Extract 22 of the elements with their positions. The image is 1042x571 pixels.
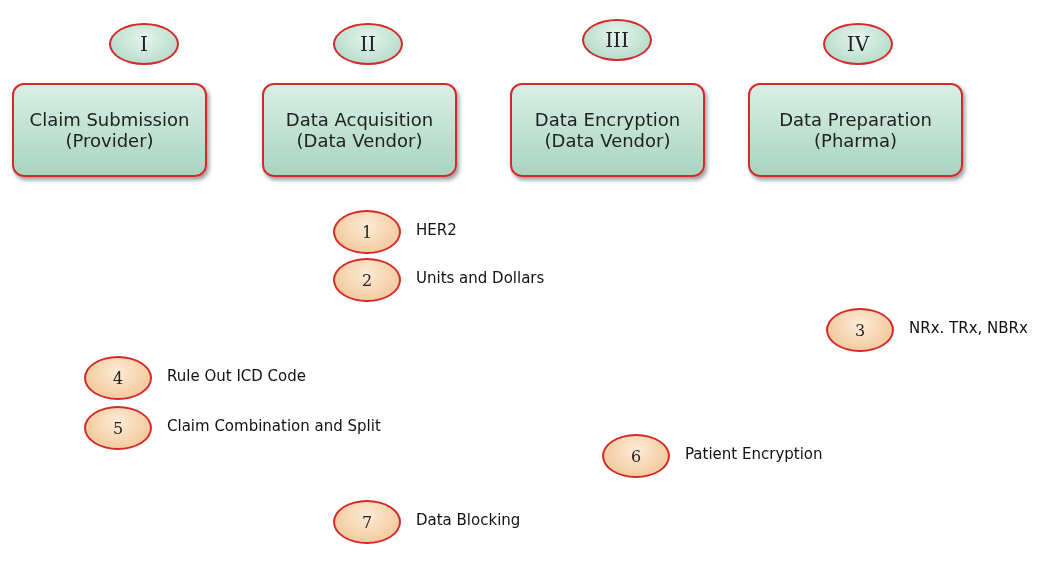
step-label: Units and Dollars [416, 269, 545, 287]
step-number-oval: 4 [84, 356, 152, 400]
stage-box: Data Acquisition (Data Vendor) [262, 83, 457, 177]
step-number-oval: 7 [333, 500, 401, 544]
step-label: Data Blocking [416, 511, 521, 529]
stage-box: Claim Submission (Provider) [12, 83, 207, 177]
step-label: Rule Out ICD Code [167, 367, 306, 385]
step-number-oval: 3 [826, 308, 894, 352]
step-number-oval: 5 [84, 406, 152, 450]
stage-box: Data Encryption (Data Vendor) [510, 83, 705, 177]
step-number-oval: 6 [602, 434, 670, 478]
step-label: HER2 [416, 221, 457, 239]
step-label: Patient Encryption [685, 445, 823, 463]
stage-number-oval: IV [823, 23, 893, 65]
step-label: Claim Combination and Split [167, 417, 381, 435]
step-number-oval: 2 [333, 258, 401, 302]
step-number-oval: 1 [333, 210, 401, 254]
stage-box: Data Preparation (Pharma) [748, 83, 963, 177]
step-label: NRx. TRx, NBRx [909, 319, 1028, 337]
stage-number-oval: III [582, 19, 652, 61]
stage-number-oval: II [333, 23, 403, 65]
stage-number-oval: I [109, 23, 179, 65]
